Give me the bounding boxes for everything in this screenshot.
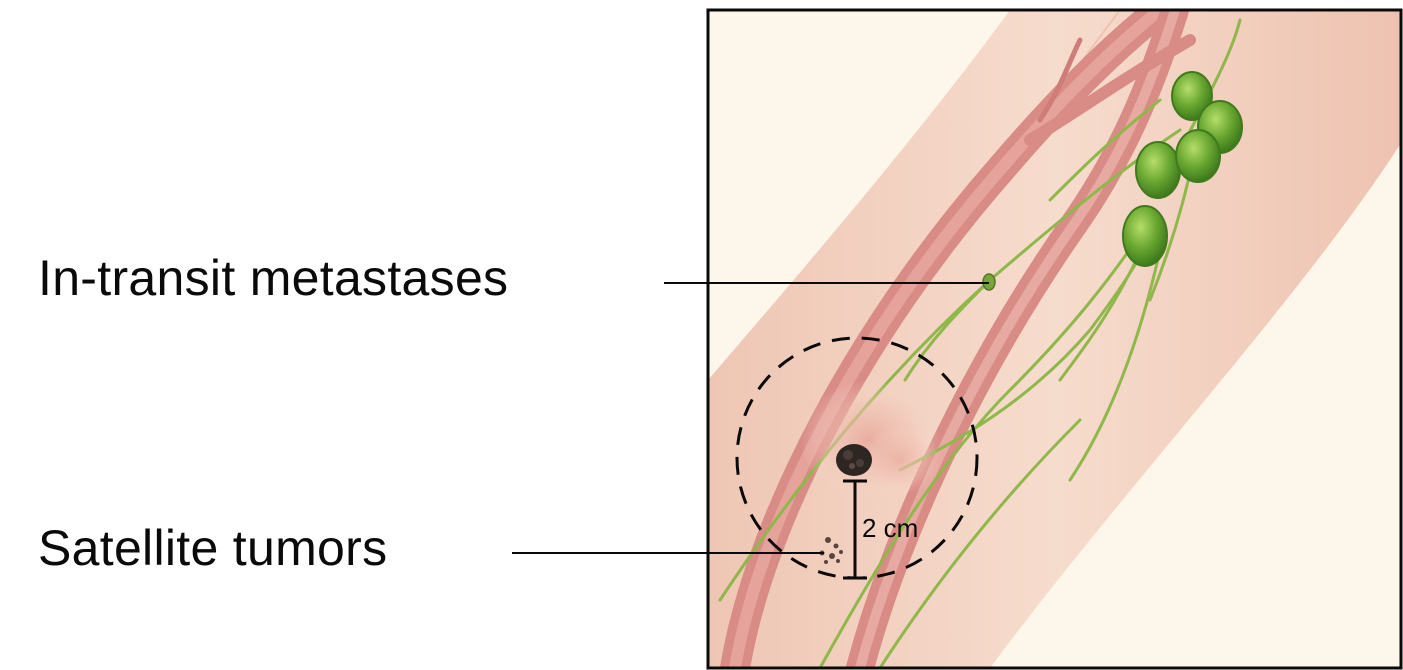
measurement-label: 2 cm — [862, 513, 918, 543]
primary-tumor — [836, 444, 872, 476]
